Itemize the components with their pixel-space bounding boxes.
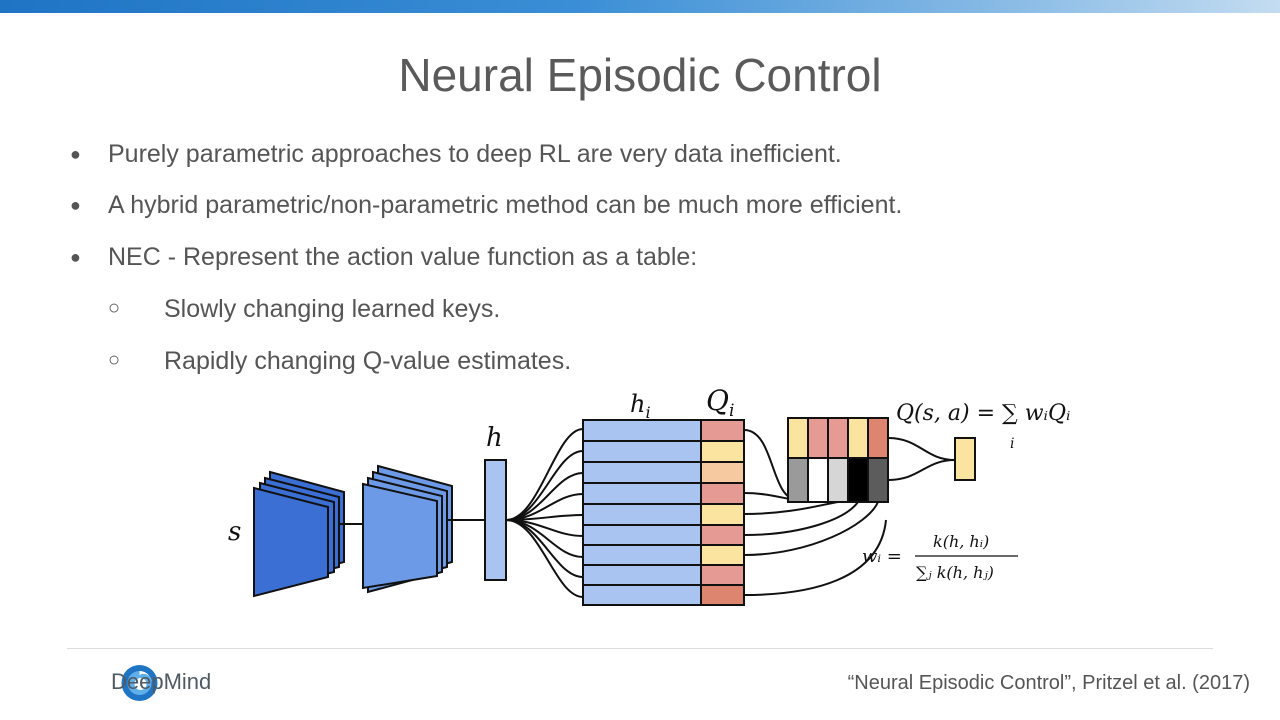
w-formula-lhs: wᵢ = — [862, 546, 902, 567]
output-lines — [887, 437, 956, 481]
memory-values-column — [700, 419, 745, 606]
sub-bullet-marker: ○ — [108, 349, 121, 371]
q-formula: Q(s, a) = ∑ wᵢQᵢ — [896, 401, 1070, 426]
w-formula-denominator: ∑ⱼ k(h, hⱼ) — [916, 563, 994, 582]
bullet-list: ● Purely parametric approaches to deep R… — [70, 140, 903, 376]
bullet-item: ● NEC - Represent the action value funct… — [70, 243, 698, 272]
w-formula-numerator: k(h, hᵢ) — [933, 532, 989, 551]
bullet-marker: ● — [70, 195, 81, 215]
top-accent-bar — [0, 0, 1280, 13]
values-label: Qi — [706, 384, 734, 421]
bullet-item: ● Purely parametric approaches to deep R… — [70, 140, 842, 169]
bullet-marker: ● — [70, 144, 81, 164]
sub-bullet-item: ○ Rapidly changing Q-value estimates. — [108, 347, 572, 376]
q-output — [954, 437, 976, 481]
deepmind-wordmark: DeepMind — [111, 669, 212, 694]
deepmind-logo-icon — [121, 665, 158, 701]
bullet-item: ● A hybrid parametric/non-parametric met… — [70, 191, 903, 220]
embedding-label: h — [486, 423, 503, 453]
state-label: s — [228, 517, 241, 547]
nearest-neighbours-grid — [787, 417, 889, 503]
bullet-marker: ● — [70, 247, 81, 267]
lookup-lines — [505, 428, 584, 598]
nec-architecture-diagram: s h hi Qi — [228, 384, 1070, 606]
conv-encoder-1 — [253, 470, 345, 598]
embedding-vector — [484, 459, 507, 581]
bullet-text: A hybrid parametric/non-parametric metho… — [108, 191, 903, 219]
q-formula-index: i — [1010, 436, 1014, 452]
footer-divider — [67, 648, 1213, 649]
bullet-text: NEC - Represent the action value functio… — [108, 243, 698, 271]
keys-label: hi — [630, 390, 651, 422]
bullet-text: Purely parametric approaches to deep RL … — [108, 140, 842, 168]
slide-title: Neural Episodic Control — [398, 49, 882, 101]
sub-bullet-text: Slowly changing learned keys. — [164, 295, 501, 323]
sub-bullet-text: Rapidly changing Q-value estimates. — [164, 347, 572, 375]
sub-bullet-marker: ○ — [108, 297, 121, 319]
citation: “Neural Episodic Control”, Pritzel et al… — [847, 672, 1250, 694]
memory-keys-table — [582, 419, 702, 606]
sub-bullet-item: ○ Slowly changing learned keys. — [108, 295, 501, 324]
conv-encoder-2 — [362, 464, 453, 594]
